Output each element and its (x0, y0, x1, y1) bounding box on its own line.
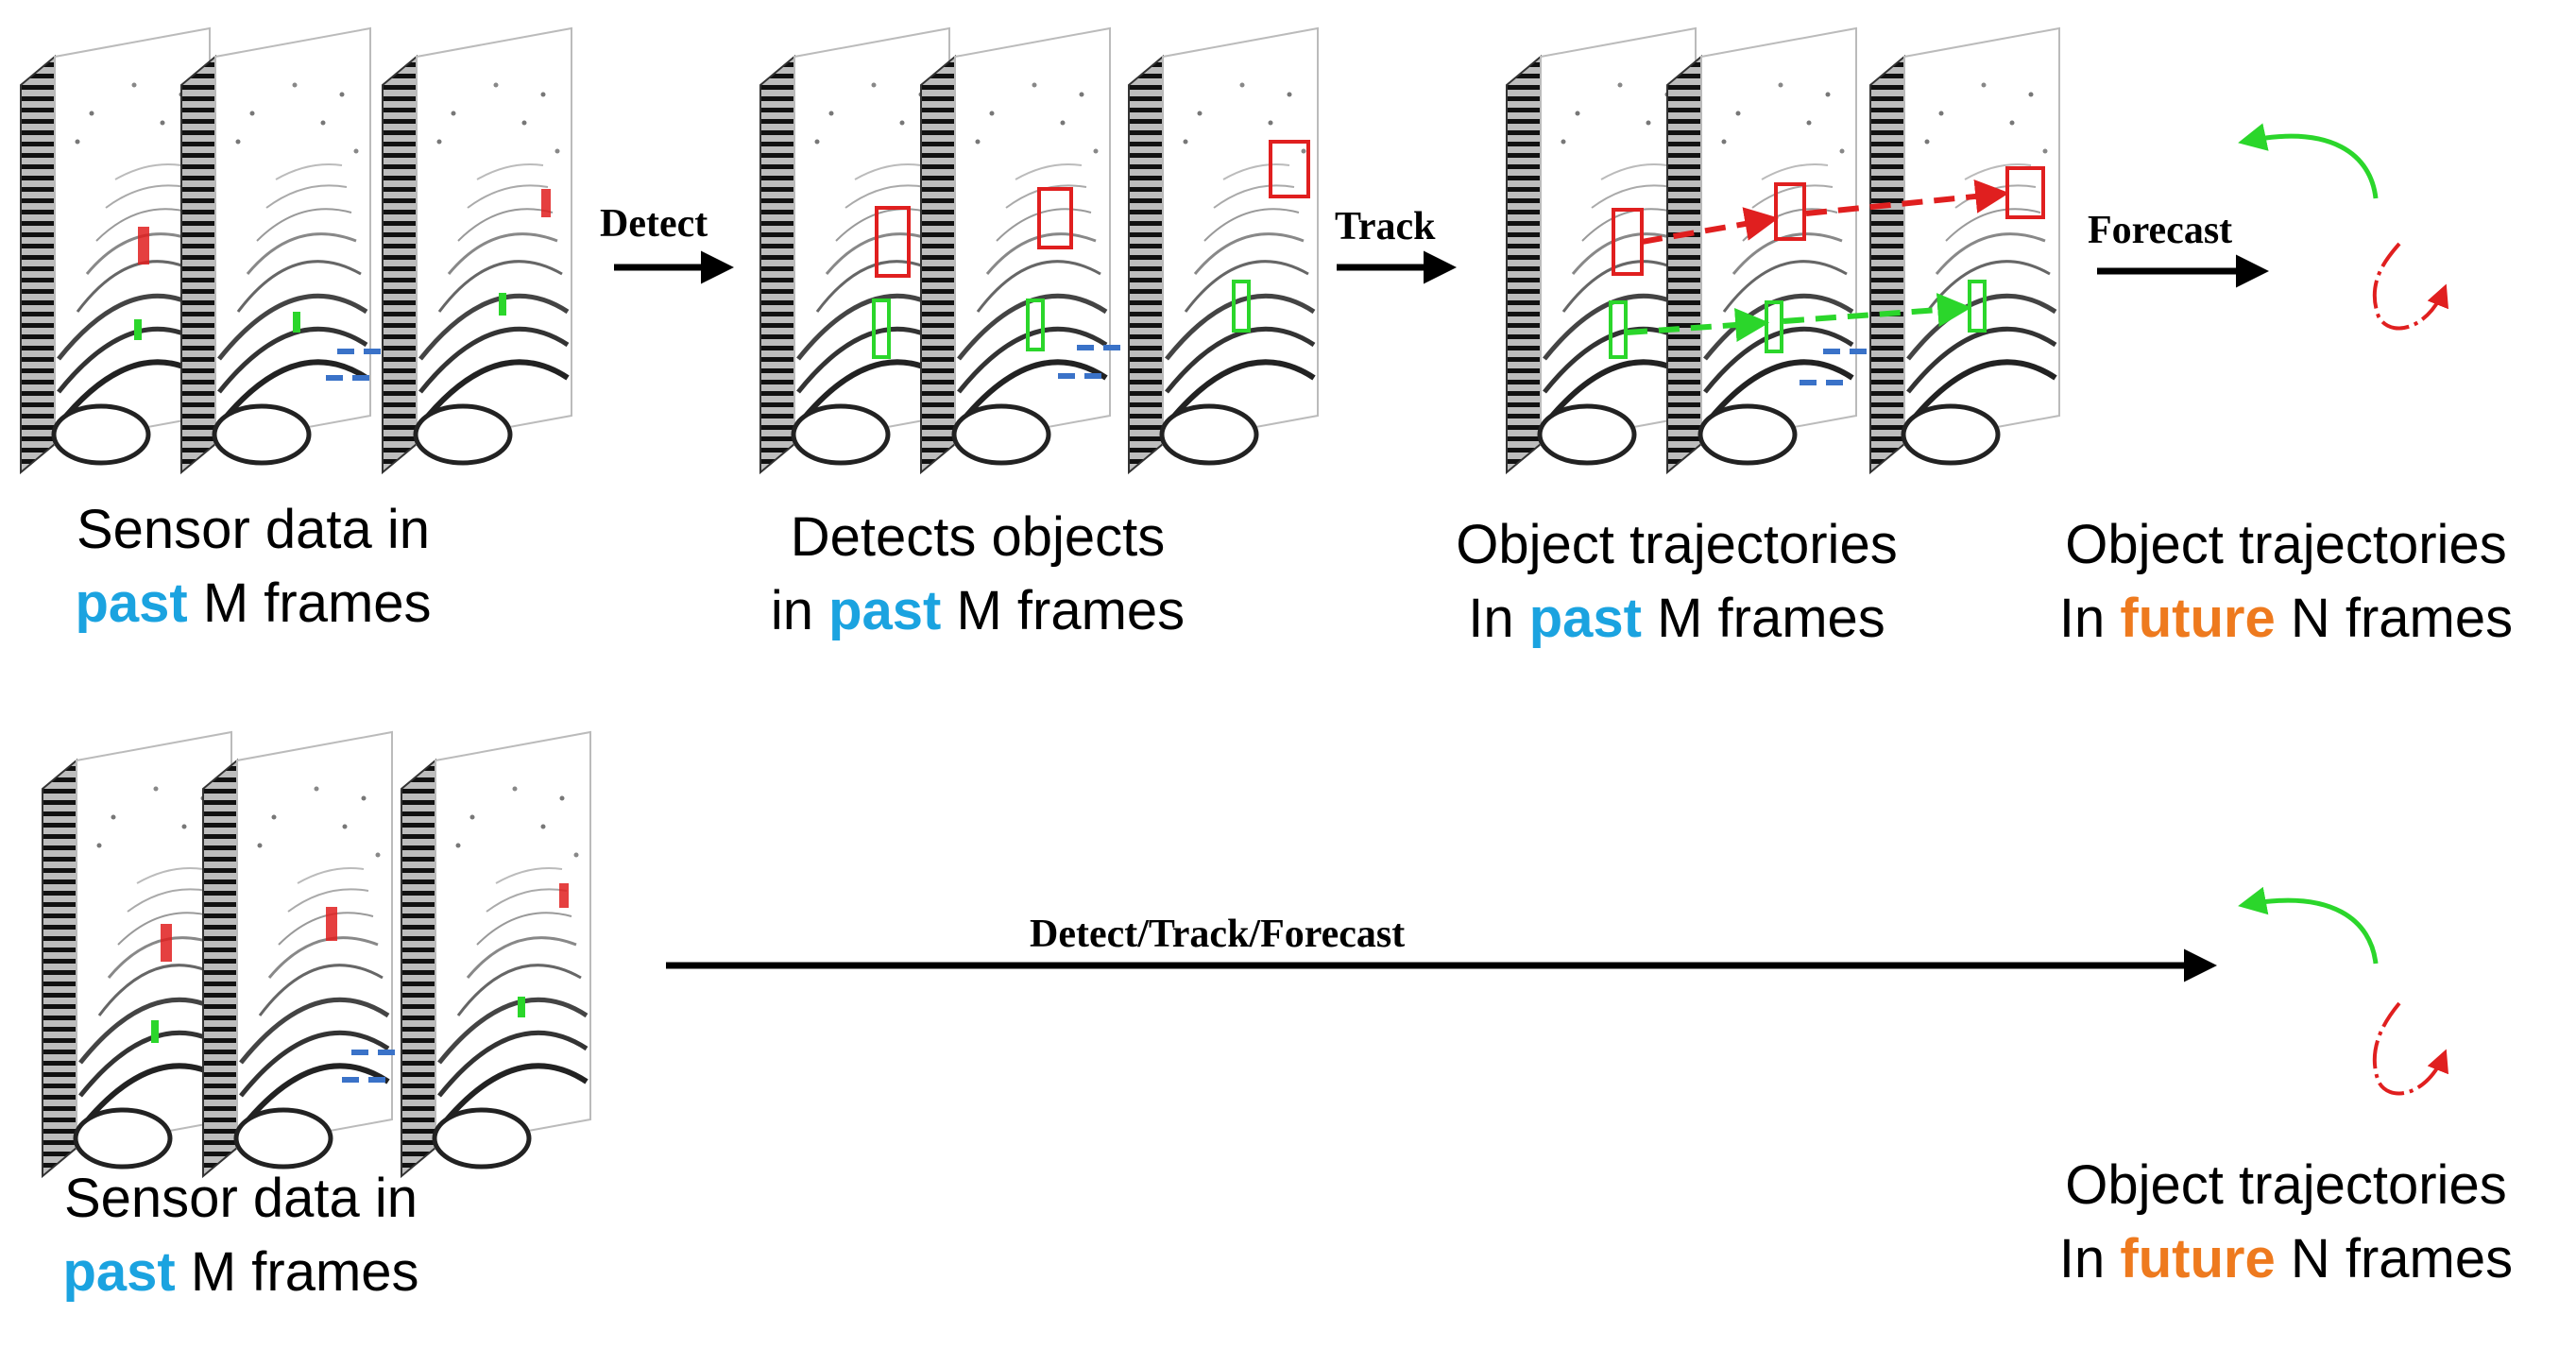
caption-sensor-data-bottom: Sensor data in past M frames (62, 1168, 419, 1303)
sensor-frames-top (21, 28, 571, 472)
red-track-line-2 (1805, 179, 2010, 216)
green-track-line-1 (1626, 308, 1770, 342)
detect-track-forecast-arrow: Detect/Track/Forecast (666, 913, 2217, 982)
detection-frames (760, 28, 1318, 472)
track-arrow: Track (1335, 205, 1457, 284)
future-highlight: future (2120, 1228, 2276, 1289)
detect-label: Detect (600, 202, 708, 246)
caption-detections: Detects objects in past M frames (770, 506, 1186, 641)
detect-track-forecast-label: Detect/Track/Forecast (1030, 913, 1405, 956)
forecast-label: Forecast (2088, 209, 2232, 252)
caption-tracks: Object trajectories In past M frames (1456, 514, 1898, 649)
caption-future-top: Object trajectories In future N frames (2058, 514, 2514, 649)
red-track-line-1 (1641, 207, 1780, 245)
track-label: Track (1335, 205, 1436, 248)
past-highlight: past (1528, 588, 1642, 649)
past-highlight: past (75, 572, 188, 634)
detect-arrow: Detect (600, 202, 734, 284)
future-highlight: future (2120, 588, 2276, 649)
caption-future-bottom: Object trajectories In future N frames (2058, 1154, 2514, 1289)
forecast-arrow: Forecast (2088, 209, 2269, 288)
sensor-frames-bottom (43, 732, 590, 1176)
caption-sensor-data-top: Sensor data in past M frames (75, 499, 432, 634)
past-highlight: past (828, 580, 942, 641)
future-trajectories-bottom (2238, 886, 2448, 1096)
future-trajectories-top (2238, 123, 2448, 331)
tracking-frames (1507, 28, 2059, 472)
past-highlight: past (62, 1241, 176, 1303)
